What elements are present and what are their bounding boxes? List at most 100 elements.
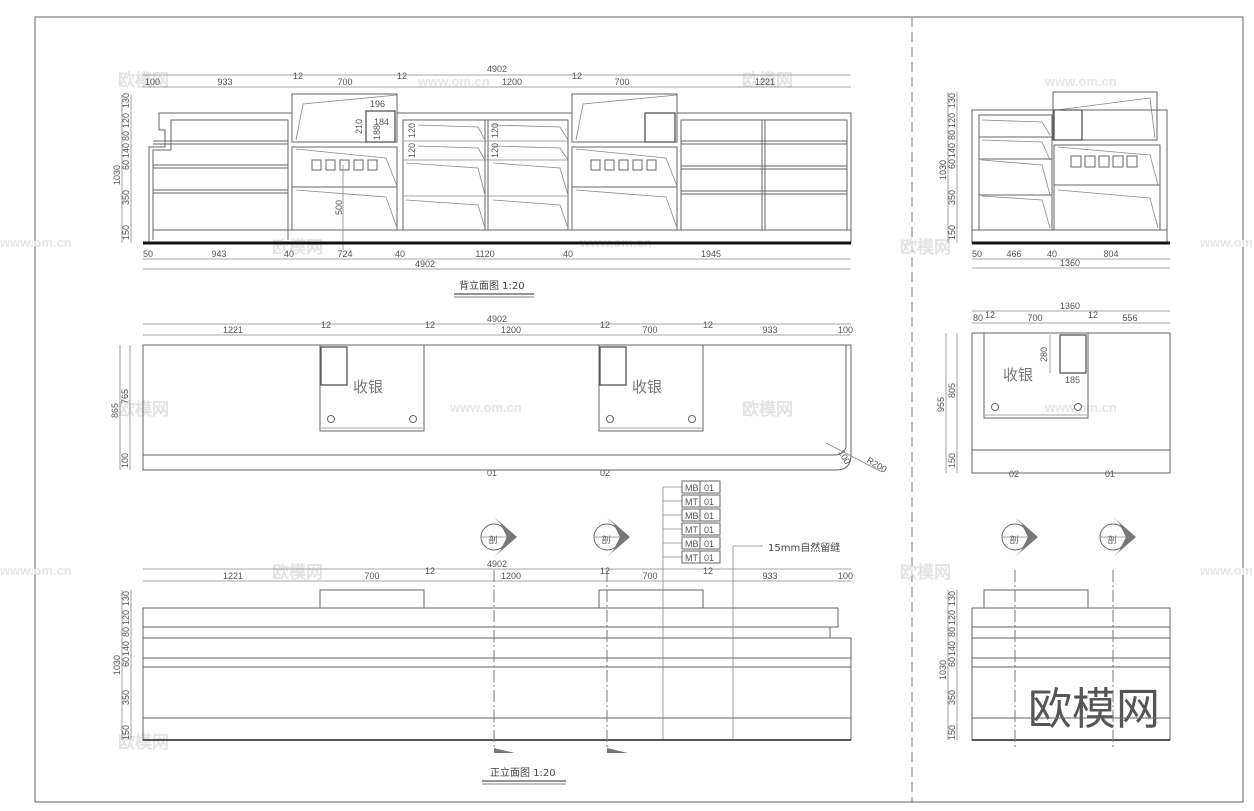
material-code: MT [685, 553, 698, 563]
svg-text:120: 120 [407, 143, 417, 158]
svg-text:724: 724 [337, 249, 352, 259]
svg-text:1221: 1221 [223, 325, 243, 335]
svg-text:12: 12 [321, 320, 331, 330]
watermarks: 欧模网 欧模网 欧模网 欧模网 欧模网 欧模网 欧模网 欧模网 欧模网 www.… [0, 70, 1254, 753]
svg-text:12: 12 [293, 71, 303, 81]
material-number: 01 [704, 525, 714, 535]
svg-text:40: 40 [563, 249, 573, 259]
svg-text:剖: 剖 [1107, 534, 1116, 545]
svg-text:60: 60 [121, 160, 131, 170]
svg-text:40: 40 [284, 249, 294, 259]
back-elevation: 4902 100 933 12 700 12 1200 12 700 1221 [112, 64, 852, 298]
svg-text:933: 933 [762, 325, 777, 335]
svg-text:www.om.cn: www.om.cn [1199, 563, 1254, 578]
svg-text:280: 280 [1039, 347, 1049, 362]
svg-text:80: 80 [973, 313, 983, 323]
svg-text:120: 120 [947, 610, 957, 625]
section-marker[interactable]: 剖 [1001, 517, 1038, 557]
svg-text:www.om.cn: www.om.cn [1199, 235, 1254, 250]
svg-text:R200: R200 [865, 455, 889, 474]
svg-text:4902: 4902 [487, 314, 507, 324]
svg-text:www.om.cn: www.om.cn [0, 563, 72, 578]
device-icons [311, 159, 657, 171]
svg-text:140: 140 [947, 641, 957, 656]
material-code: MT [685, 497, 698, 507]
svg-text:02: 02 [1009, 469, 1019, 479]
svg-text:188: 188 [372, 125, 382, 140]
svg-text:130: 130 [121, 591, 131, 606]
material-number: 01 [704, 539, 714, 549]
svg-text:60: 60 [947, 159, 957, 169]
svg-text:350: 350 [121, 690, 131, 705]
svg-text:500: 500 [334, 200, 344, 215]
svg-text:4902: 4902 [487, 559, 507, 569]
svg-text:933: 933 [217, 77, 232, 87]
svg-text:865: 865 [110, 403, 120, 418]
svg-text:185: 185 [1065, 375, 1080, 385]
svg-text:1360: 1360 [1060, 258, 1080, 268]
svg-text:140: 140 [121, 641, 131, 656]
svg-text:150: 150 [947, 453, 957, 468]
svg-text:40: 40 [395, 249, 405, 259]
svg-text:556: 556 [1122, 313, 1137, 323]
svg-text:150: 150 [121, 225, 131, 240]
material-code: MB [685, 511, 699, 521]
svg-text:收银: 收银 [1003, 366, 1033, 384]
svg-text:150: 150 [121, 725, 131, 740]
svg-text:12: 12 [600, 566, 610, 576]
svg-text:1360: 1360 [1060, 301, 1080, 311]
svg-text:350: 350 [947, 690, 957, 705]
svg-text:350: 350 [947, 190, 957, 205]
svg-text:01: 01 [1105, 469, 1115, 479]
svg-text:210: 210 [354, 119, 364, 134]
svg-text:1030: 1030 [938, 160, 948, 180]
svg-text:80: 80 [121, 131, 131, 141]
material-code: MB [685, 483, 699, 493]
back-elevation-title: 背立面图 1:20 [459, 279, 525, 292]
front-elevation-title: 正立面图 1:20 [490, 766, 556, 779]
svg-text:80: 80 [947, 130, 957, 140]
svg-text:剖: 剖 [1009, 534, 1018, 545]
svg-text:4902: 4902 [487, 64, 507, 74]
svg-text:150: 150 [947, 725, 957, 740]
svg-text:1030: 1030 [112, 165, 122, 185]
svg-text:1200: 1200 [502, 77, 522, 87]
svg-text:120: 120 [490, 123, 500, 138]
material-tag: MT 01 [663, 550, 721, 564]
svg-text:120: 120 [490, 143, 500, 158]
svg-text:130: 130 [947, 591, 957, 606]
svg-text:www.om.cn: www.om.cn [449, 400, 522, 415]
svg-text:60: 60 [947, 657, 957, 667]
watermark-logo: 欧模网 [1028, 684, 1160, 735]
svg-text:www.om.cn: www.om.cn [1044, 74, 1117, 89]
svg-text:150: 150 [947, 225, 957, 240]
svg-text:40: 40 [1047, 249, 1057, 259]
svg-text:700: 700 [1027, 313, 1042, 323]
section-marker[interactable]: 剖 [1099, 517, 1136, 557]
svg-text:100: 100 [836, 448, 852, 466]
svg-text:130: 130 [947, 93, 957, 108]
svg-text:1030: 1030 [938, 660, 948, 680]
section-marker[interactable]: 剖 [480, 517, 517, 557]
svg-text:700: 700 [642, 325, 657, 335]
material-number: 01 [704, 553, 714, 563]
svg-text:12: 12 [985, 310, 995, 320]
svg-text:765: 765 [120, 389, 130, 404]
svg-text:700: 700 [642, 571, 657, 581]
svg-text:100: 100 [120, 453, 130, 468]
svg-text:700: 700 [337, 77, 352, 87]
svg-text:欧模网: 欧模网 [272, 562, 323, 583]
svg-text:140: 140 [947, 143, 957, 158]
material-number: 01 [704, 511, 714, 521]
svg-text:1221: 1221 [755, 77, 775, 87]
section-marker[interactable]: 剖 [593, 517, 630, 557]
svg-text:60: 60 [121, 657, 131, 667]
svg-text:剖: 剖 [601, 534, 610, 545]
svg-text:1030: 1030 [112, 655, 122, 675]
svg-text:12: 12 [600, 320, 610, 330]
